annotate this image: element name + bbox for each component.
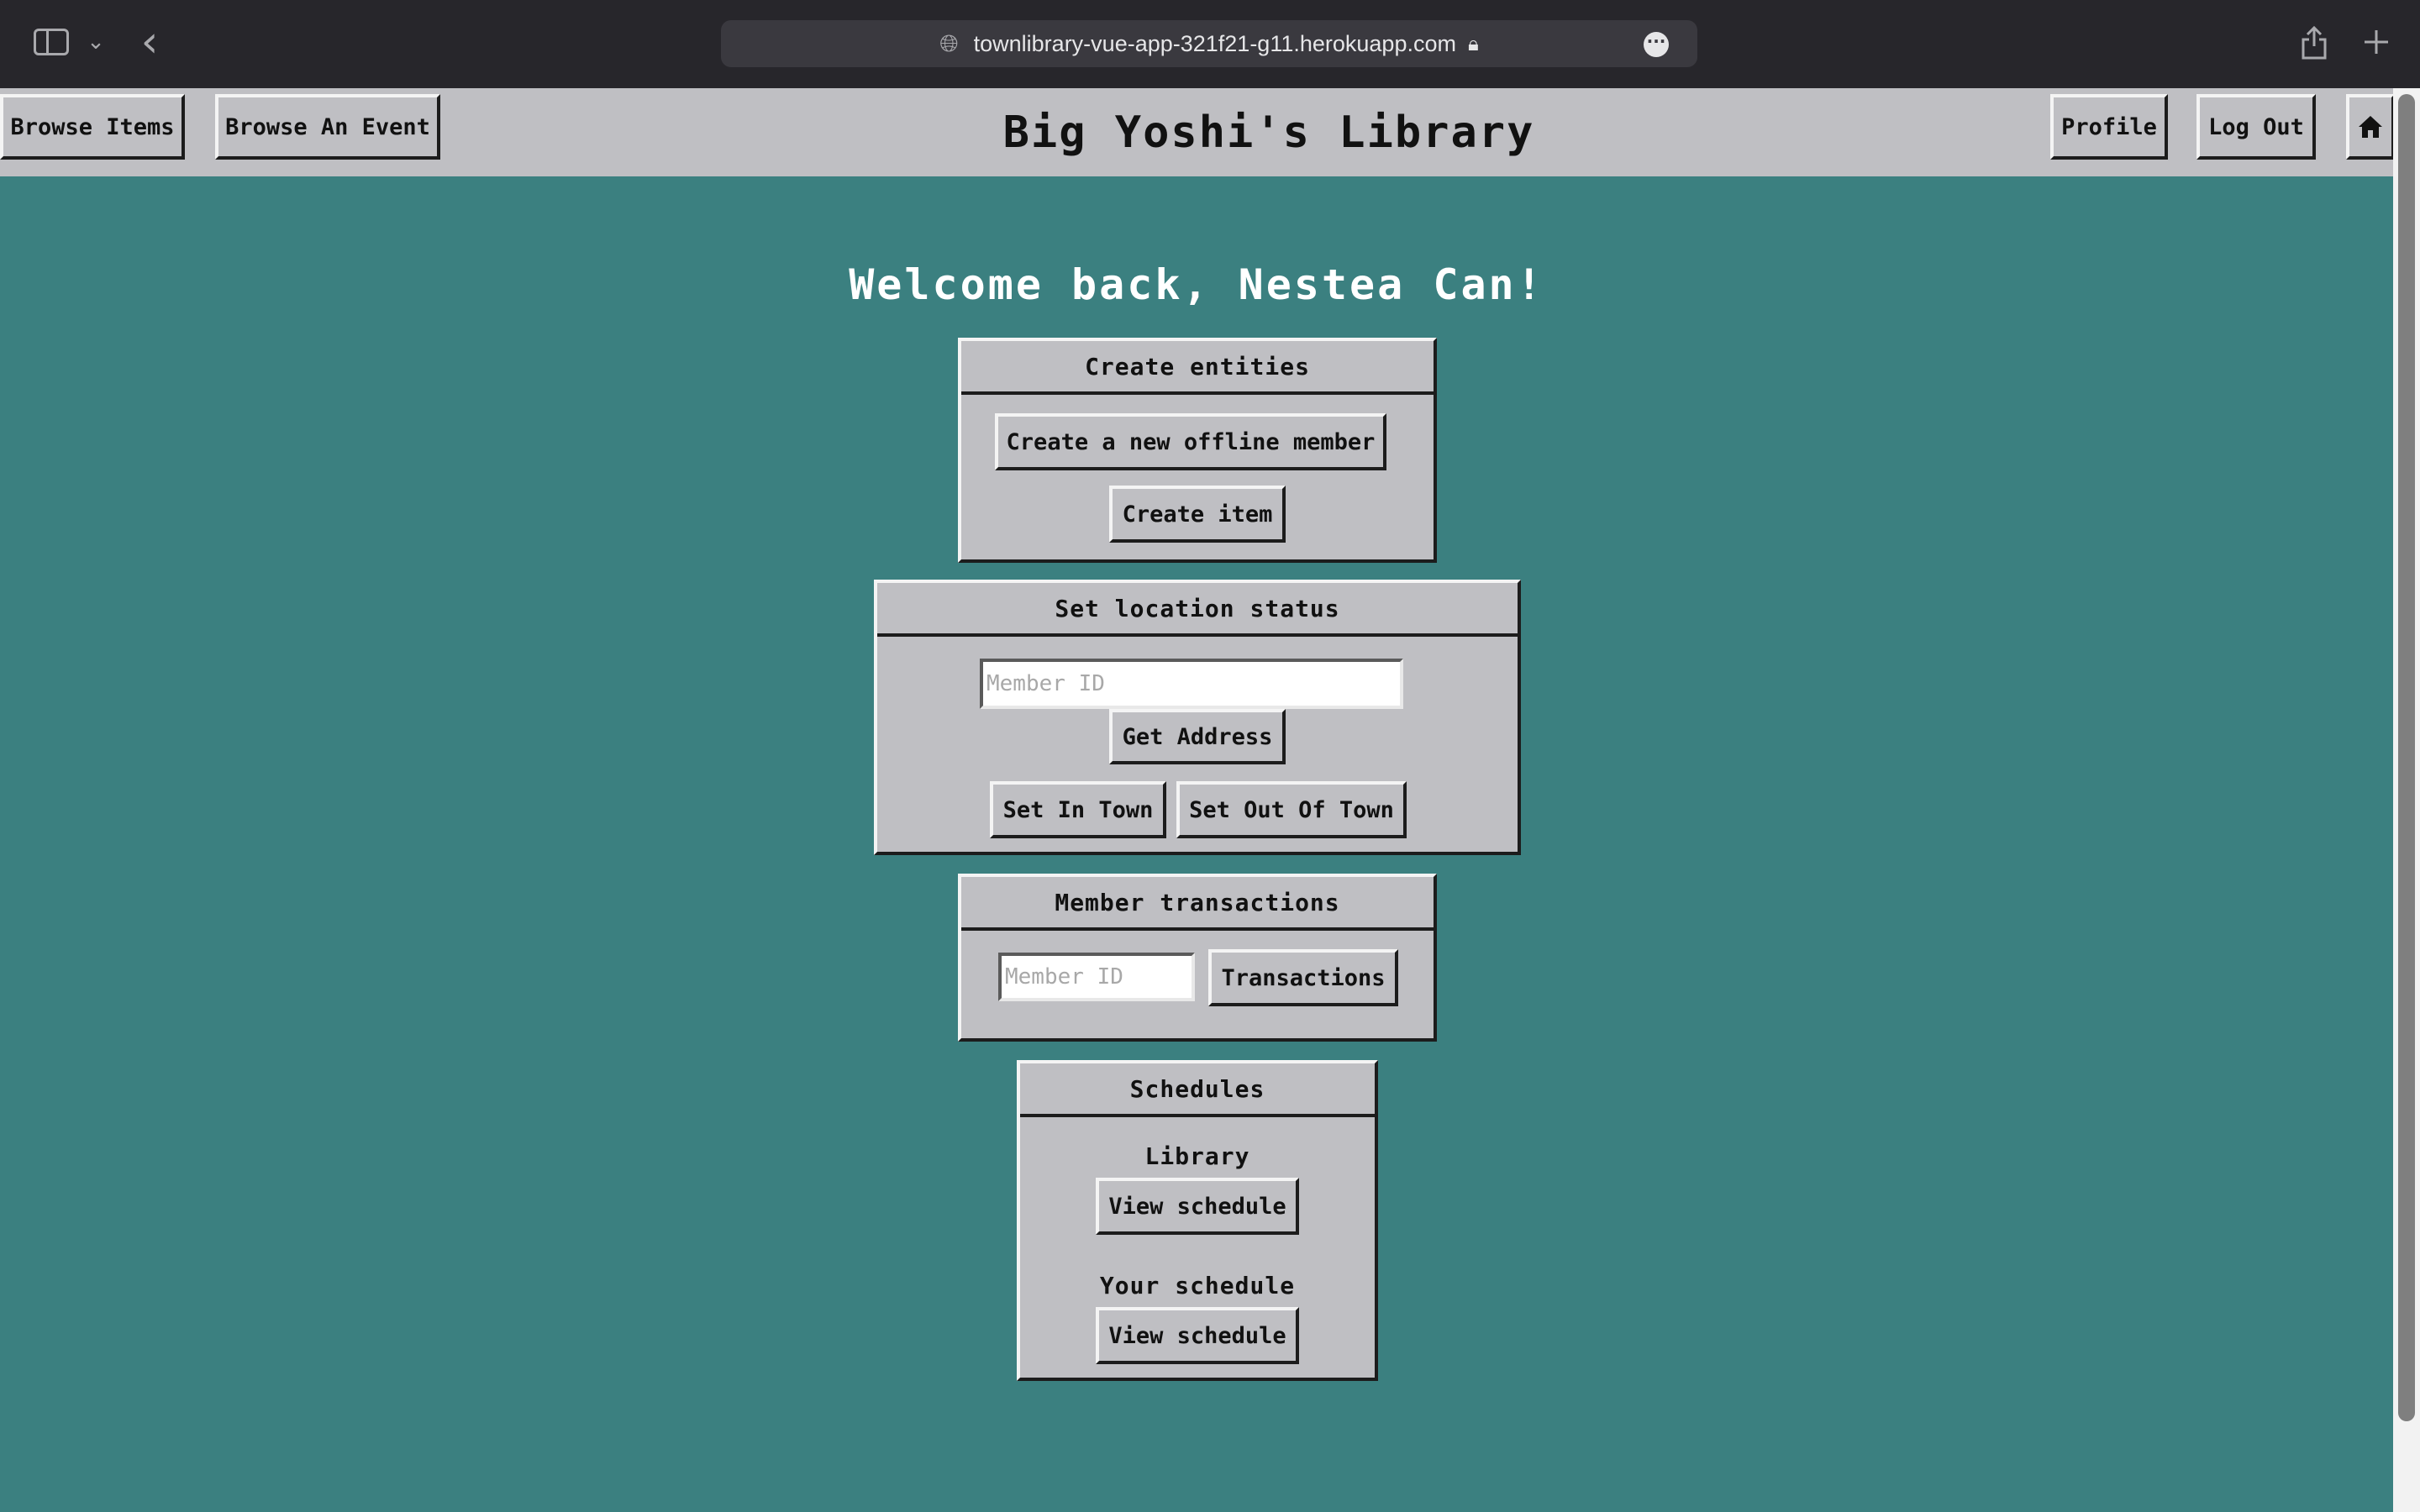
location-status-title: Set location status [877, 583, 1518, 637]
transactions-member-id-input[interactable] [998, 953, 1195, 1001]
home-button[interactable] [2346, 94, 2395, 160]
more-options-icon[interactable]: ··· [1644, 32, 1669, 57]
chevron-down-icon[interactable]: ⌄ [87, 29, 105, 55]
share-icon[interactable] [2297, 22, 2331, 64]
schedules-title: Schedules [1020, 1063, 1375, 1117]
logout-button[interactable]: Log Out [2196, 94, 2316, 160]
globe-icon: 🌐︎ [939, 29, 959, 57]
profile-button[interactable]: Profile [2050, 94, 2168, 160]
create-item-button[interactable]: Create item [1109, 486, 1286, 543]
home-icon [2359, 116, 2382, 138]
address-bar[interactable]: 🌐︎ townlibrary-vue-app-321f21-g11.heroku… [721, 20, 1697, 67]
location-status-panel: Set location status Get Address Set In T… [874, 580, 1521, 855]
your-schedule-label: Your schedule [1099, 1272, 1296, 1299]
create-entities-panel: Create entities Create a new offline mem… [958, 338, 1437, 563]
library-schedule-label: Library [1144, 1142, 1250, 1170]
transactions-button[interactable]: Transactions [1208, 949, 1398, 1006]
plus-icon-svg [2365, 30, 2388, 54]
app-navbar: Browse Items Browse An Event Big Yoshi's… [0, 88, 2395, 176]
browse-event-button[interactable]: Browse An Event [215, 94, 440, 160]
member-transactions-title: Member transactions [961, 877, 1434, 931]
browser-toolbar: ⌄ ‹ 🌐︎ townlibrary-vue-app-321f21-g11.he… [0, 0, 2420, 88]
plus-icon[interactable] [2358, 20, 2395, 64]
your-view-schedule-button[interactable]: View schedule [1096, 1307, 1299, 1364]
scrollbar-thumb[interactable] [2398, 94, 2415, 1421]
browse-items-button[interactable]: Browse Items [0, 94, 185, 160]
member-transactions-panel: Member transactions Transactions [958, 874, 1437, 1042]
set-out-of-town-button[interactable]: Set Out Of Town [1176, 781, 1407, 838]
library-view-schedule-button[interactable]: View schedule [1096, 1178, 1299, 1235]
lock-icon: 🔒︎ [1467, 32, 1479, 55]
create-offline-member-button[interactable]: Create a new offline member [995, 413, 1386, 470]
get-address-button[interactable]: Get Address [1109, 709, 1286, 764]
location-member-id-input[interactable] [980, 659, 1403, 709]
site-title: Big Yoshi's Library [1002, 108, 1535, 158]
sidebar-icon[interactable] [34, 29, 69, 55]
create-entities-title: Create entities [961, 341, 1434, 395]
url-text: townlibrary-vue-app-321f21-g11.herokuapp… [973, 30, 1456, 56]
share-icon-svg [2302, 26, 2327, 60]
back-arrow-icon[interactable]: ‹ [140, 17, 159, 67]
set-in-town-button[interactable]: Set In Town [990, 781, 1166, 838]
welcome-heading: Welcome back, Nestea Can! [849, 260, 1544, 309]
schedules-panel: Schedules Library View schedule Your sch… [1017, 1060, 1378, 1381]
